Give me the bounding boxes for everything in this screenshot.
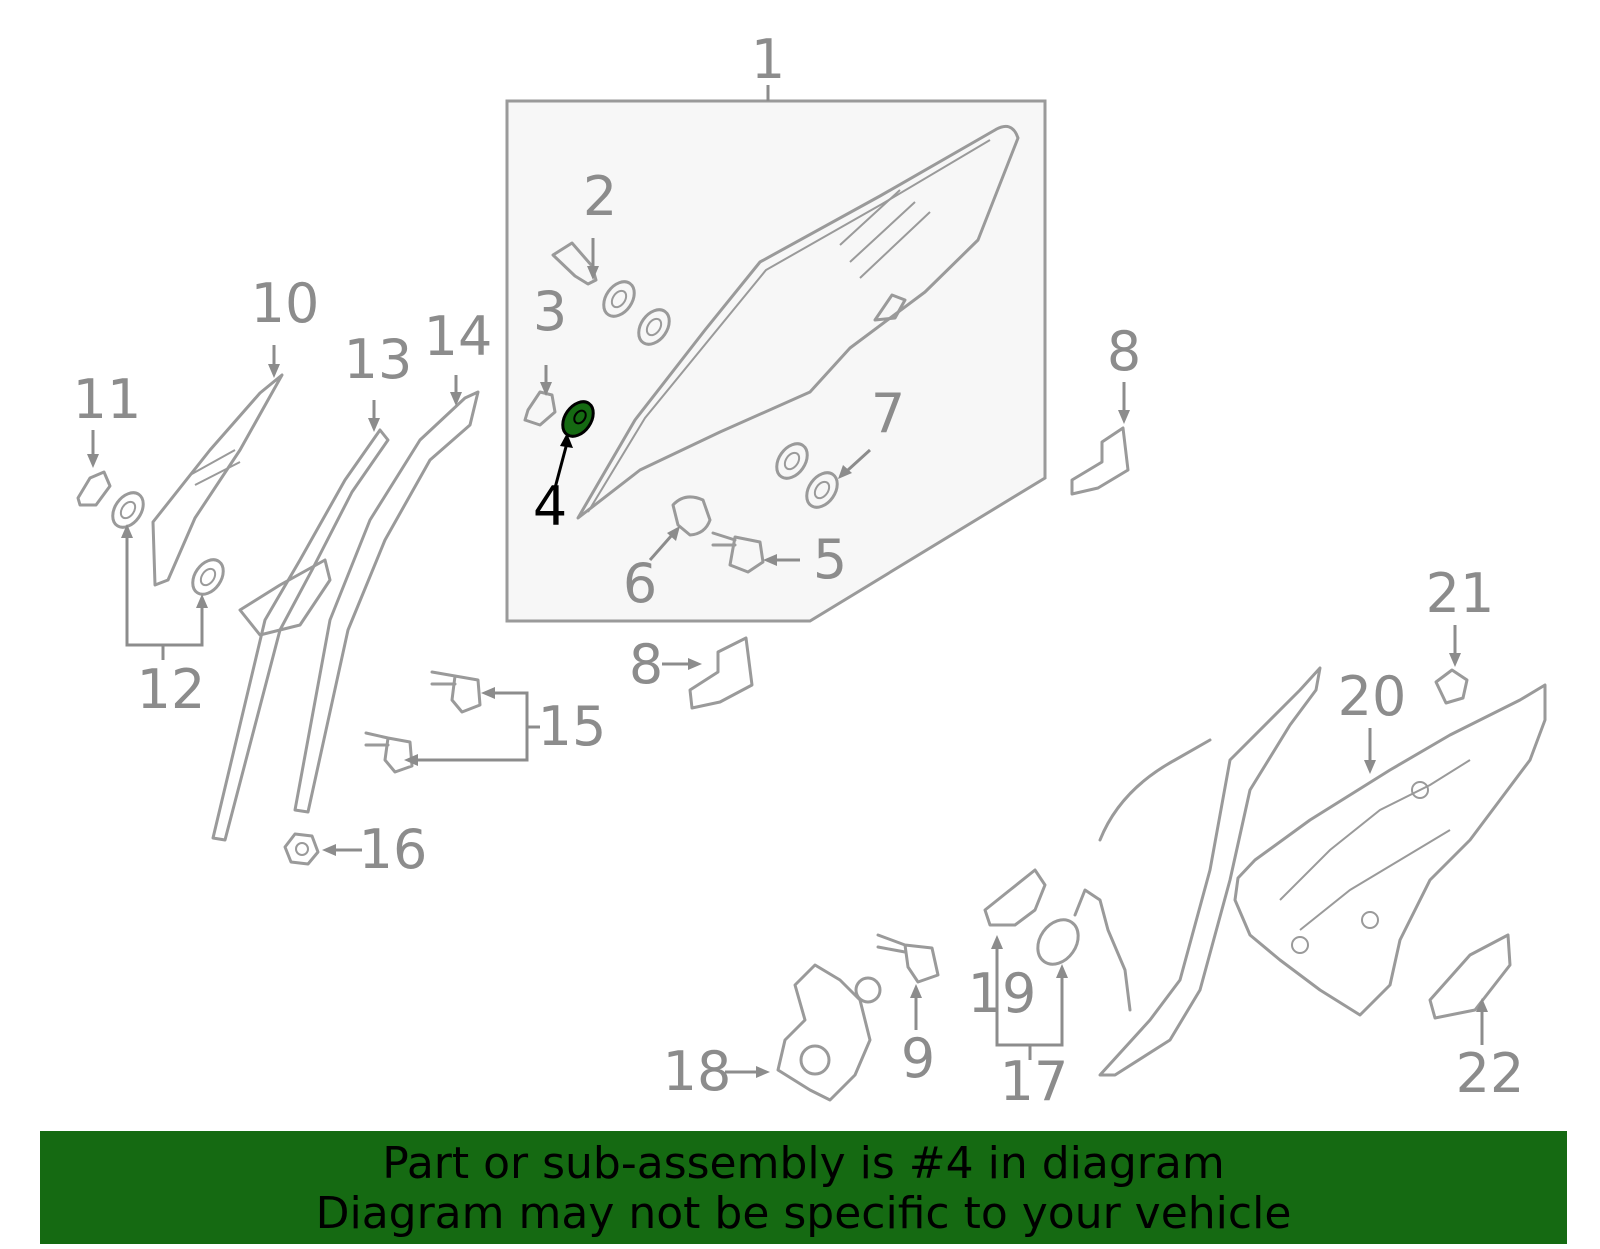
callout-10: 10 [251, 272, 320, 335]
callout-18: 18 [663, 1040, 732, 1103]
washer [602, 280, 636, 318]
part-19-bracket [983, 868, 1047, 927]
part-22-pad [1428, 933, 1512, 1020]
callout-13: 13 [344, 328, 413, 391]
part-5-bolt [711, 531, 765, 574]
part-9-bolt [876, 933, 940, 984]
part-6-bushing [671, 495, 712, 537]
callout-12: 12 [137, 658, 206, 721]
callout-20: 20 [1338, 665, 1407, 728]
callout-15: 15 [538, 695, 607, 758]
part-16-nut [283, 832, 320, 866]
part-11-clip [76, 470, 112, 507]
part-14-channel [293, 390, 480, 814]
washer [637, 308, 671, 346]
info-banner: Part or sub-assembly is #4 in diagram Di… [40, 1131, 1567, 1244]
part-15-bolt [430, 670, 482, 714]
banner-line-1: Part or sub-assembly is #4 in diagram [382, 1138, 1225, 1189]
part-12-washer [111, 491, 145, 529]
callout-8-right: 8 [1107, 320, 1141, 383]
callout-4-highlighted: 4 [533, 475, 567, 538]
callout-3: 3 [533, 280, 567, 343]
part-21-clip [1434, 668, 1469, 705]
banner-line-2: Diagram may not be specific to your vehi… [315, 1188, 1292, 1239]
callout-19: 19 [968, 962, 1037, 1025]
callout-1: 1 [751, 28, 785, 91]
part-2-screw [551, 241, 598, 286]
callout-6: 6 [623, 552, 657, 615]
part-12-washer [191, 558, 225, 596]
part-8-bracket [688, 636, 754, 710]
callout-9: 9 [901, 1027, 935, 1090]
door-glass [576, 124, 1020, 520]
part-10-vent-glass [151, 373, 284, 587]
callout-8-lower: 8 [629, 633, 663, 696]
part-20-panel [1233, 683, 1547, 1017]
callout-21: 21 [1426, 562, 1495, 625]
part-18-motor [776, 963, 872, 1102]
callout-17: 17 [1000, 1050, 1069, 1113]
part-3-clip [523, 390, 557, 427]
callout-2: 2 [583, 165, 617, 228]
callout-5: 5 [813, 528, 847, 591]
part-17-regulator [1098, 666, 1322, 1077]
callout-16: 16 [359, 818, 428, 881]
part-15-bolt [364, 731, 414, 774]
callout-7: 7 [871, 382, 905, 445]
callout-14: 14 [424, 305, 493, 368]
callout-11: 11 [73, 368, 142, 431]
part-8-bracket [1070, 426, 1130, 496]
part-7-washer [805, 471, 839, 509]
washer [775, 442, 809, 480]
callout-22: 22 [1456, 1042, 1525, 1105]
